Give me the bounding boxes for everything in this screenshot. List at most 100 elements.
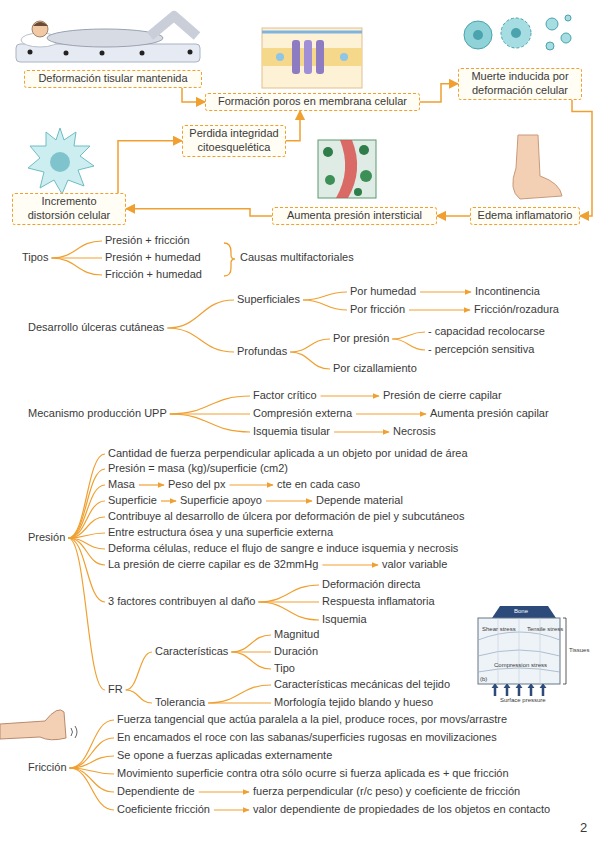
figure-label: (b) xyxy=(480,676,487,683)
branch-line xyxy=(52,241,103,258)
tree-text: Necrosis xyxy=(393,425,436,438)
illustration-part xyxy=(511,28,521,38)
tree-text: - capacidad recolocarse xyxy=(428,325,545,338)
process-box: Formación poros en membrana celular xyxy=(205,93,420,111)
branch-line xyxy=(68,517,105,538)
box-text: Formación poros en membrana celular xyxy=(210,95,415,109)
illustration-part xyxy=(565,15,571,21)
box-text: Edema inflamatorio xyxy=(475,209,575,223)
tree-text: Presión = masa (kg)/superficie (cm2) xyxy=(108,462,288,475)
figure-label: Tensile stress xyxy=(527,626,563,633)
illustration-part xyxy=(276,53,284,61)
tree-text: Fricción + humedad xyxy=(105,268,202,281)
branch-line xyxy=(392,332,425,339)
flow-arrow xyxy=(437,215,470,217)
branch-line xyxy=(303,292,347,300)
branch-line xyxy=(52,258,103,275)
branch-line xyxy=(258,585,319,602)
swollen-foot xyxy=(513,135,562,199)
branch-line xyxy=(68,538,105,602)
illustration-part xyxy=(140,51,145,56)
branch-line xyxy=(290,352,330,369)
branch-line xyxy=(68,538,105,565)
process-box: Muerte inducida por deformación celular xyxy=(458,68,582,100)
branch-line xyxy=(70,720,114,768)
box-text: Muerte inducida por deformación celular xyxy=(463,70,577,98)
branch-line xyxy=(70,768,114,810)
tree-text: Incontinencia xyxy=(475,285,540,298)
illustration-part xyxy=(100,51,105,56)
tree-text: Compresión externa xyxy=(253,407,352,420)
illustration-part xyxy=(492,684,546,688)
tree-text: Por fricción xyxy=(350,303,405,316)
tree-text: Magnitud xyxy=(274,628,319,641)
tree-text: Características xyxy=(155,645,228,658)
cell-membrane xyxy=(262,28,362,88)
illustration-part xyxy=(318,140,376,198)
tree-text: 3 factores contribuyen al daño xyxy=(108,595,255,608)
illustration-part xyxy=(563,618,566,684)
tree-text: Profundas xyxy=(237,345,287,358)
tree-arrow xyxy=(356,413,426,414)
box-text: Perdida integridad citoesquelética xyxy=(187,127,281,155)
tree-text: fuerza perpendicular (r/c peso) y coefic… xyxy=(253,785,520,798)
tree-text: valor dependiente de propiedades de los … xyxy=(253,803,550,816)
tree-text: Dependiente de xyxy=(117,785,195,798)
tree-text: Masa xyxy=(108,478,135,491)
illustration-part xyxy=(33,22,48,26)
tree-text: Superficie xyxy=(108,494,157,507)
tree-text: Deforma células, reduce el flujo de sang… xyxy=(108,542,458,555)
tree-text: Se opone a fuerzas aplicadas externament… xyxy=(117,749,332,762)
tree-text: Duración xyxy=(274,645,318,658)
flow-arrow xyxy=(126,209,272,216)
illustration-part xyxy=(188,50,193,55)
tree-text: Contribuye al desarrollo de úlcera por d… xyxy=(108,510,465,523)
branch-line xyxy=(68,485,105,538)
illustration-part xyxy=(50,152,70,172)
process-box: Edema inflamatorio xyxy=(470,207,580,225)
illustration-part xyxy=(360,170,372,182)
tree-text: Cantidad de fuerza perpendicular aplicad… xyxy=(108,447,468,460)
branch-line xyxy=(167,328,234,352)
tree-text: Tipo xyxy=(274,662,295,675)
illustration-part xyxy=(492,606,556,618)
figure-label: Surface pressure xyxy=(500,697,546,704)
illustration-part xyxy=(262,31,362,34)
illustration-part xyxy=(316,40,324,74)
tree-text: Tolerancia xyxy=(155,696,205,709)
tree-text: Fuerza tangencial que actúa paralela a l… xyxy=(117,713,507,726)
figure-label: Shear stress xyxy=(482,626,516,633)
branch-line xyxy=(68,454,105,538)
illustration-part xyxy=(325,175,335,185)
tree-text: Depende material xyxy=(316,494,403,507)
interstitial-tissue xyxy=(318,140,376,198)
branch-line xyxy=(70,756,114,768)
tree-text: Aumenta presión capilar xyxy=(430,407,549,420)
tree-text: valor variable xyxy=(382,558,447,571)
branch-line xyxy=(126,690,152,703)
tree-arrow xyxy=(322,564,378,565)
branch-line xyxy=(392,339,425,350)
illustration-part xyxy=(340,53,348,61)
tree-text: 2 xyxy=(580,820,587,836)
tree-text: Mecanismo producción UPP xyxy=(28,407,167,420)
cell-death-sequence xyxy=(464,15,571,50)
tree-text: Presión de cierre capilar xyxy=(383,389,502,402)
tree-text: FR xyxy=(108,683,123,696)
tree-text: Movimiento superficie contra otra sólo o… xyxy=(117,767,509,780)
tree-text: Por presión xyxy=(333,332,389,345)
illustration-part xyxy=(28,50,33,55)
illustration-part xyxy=(561,33,571,43)
tree-arrow xyxy=(409,309,470,310)
tree-text: Entre estructura ósea y una superficie e… xyxy=(108,526,333,539)
tree-arrow xyxy=(229,484,273,485)
flow-arrow xyxy=(182,88,205,102)
illustration-part xyxy=(32,21,48,37)
branch-line xyxy=(68,501,105,538)
tree-text: Fricción/rozadura xyxy=(474,303,559,316)
tree-text: Presión xyxy=(28,531,65,544)
box-text: Aumenta presión intersticial xyxy=(277,209,432,223)
leg-illustration xyxy=(0,710,77,740)
illustration-part xyxy=(47,29,163,47)
